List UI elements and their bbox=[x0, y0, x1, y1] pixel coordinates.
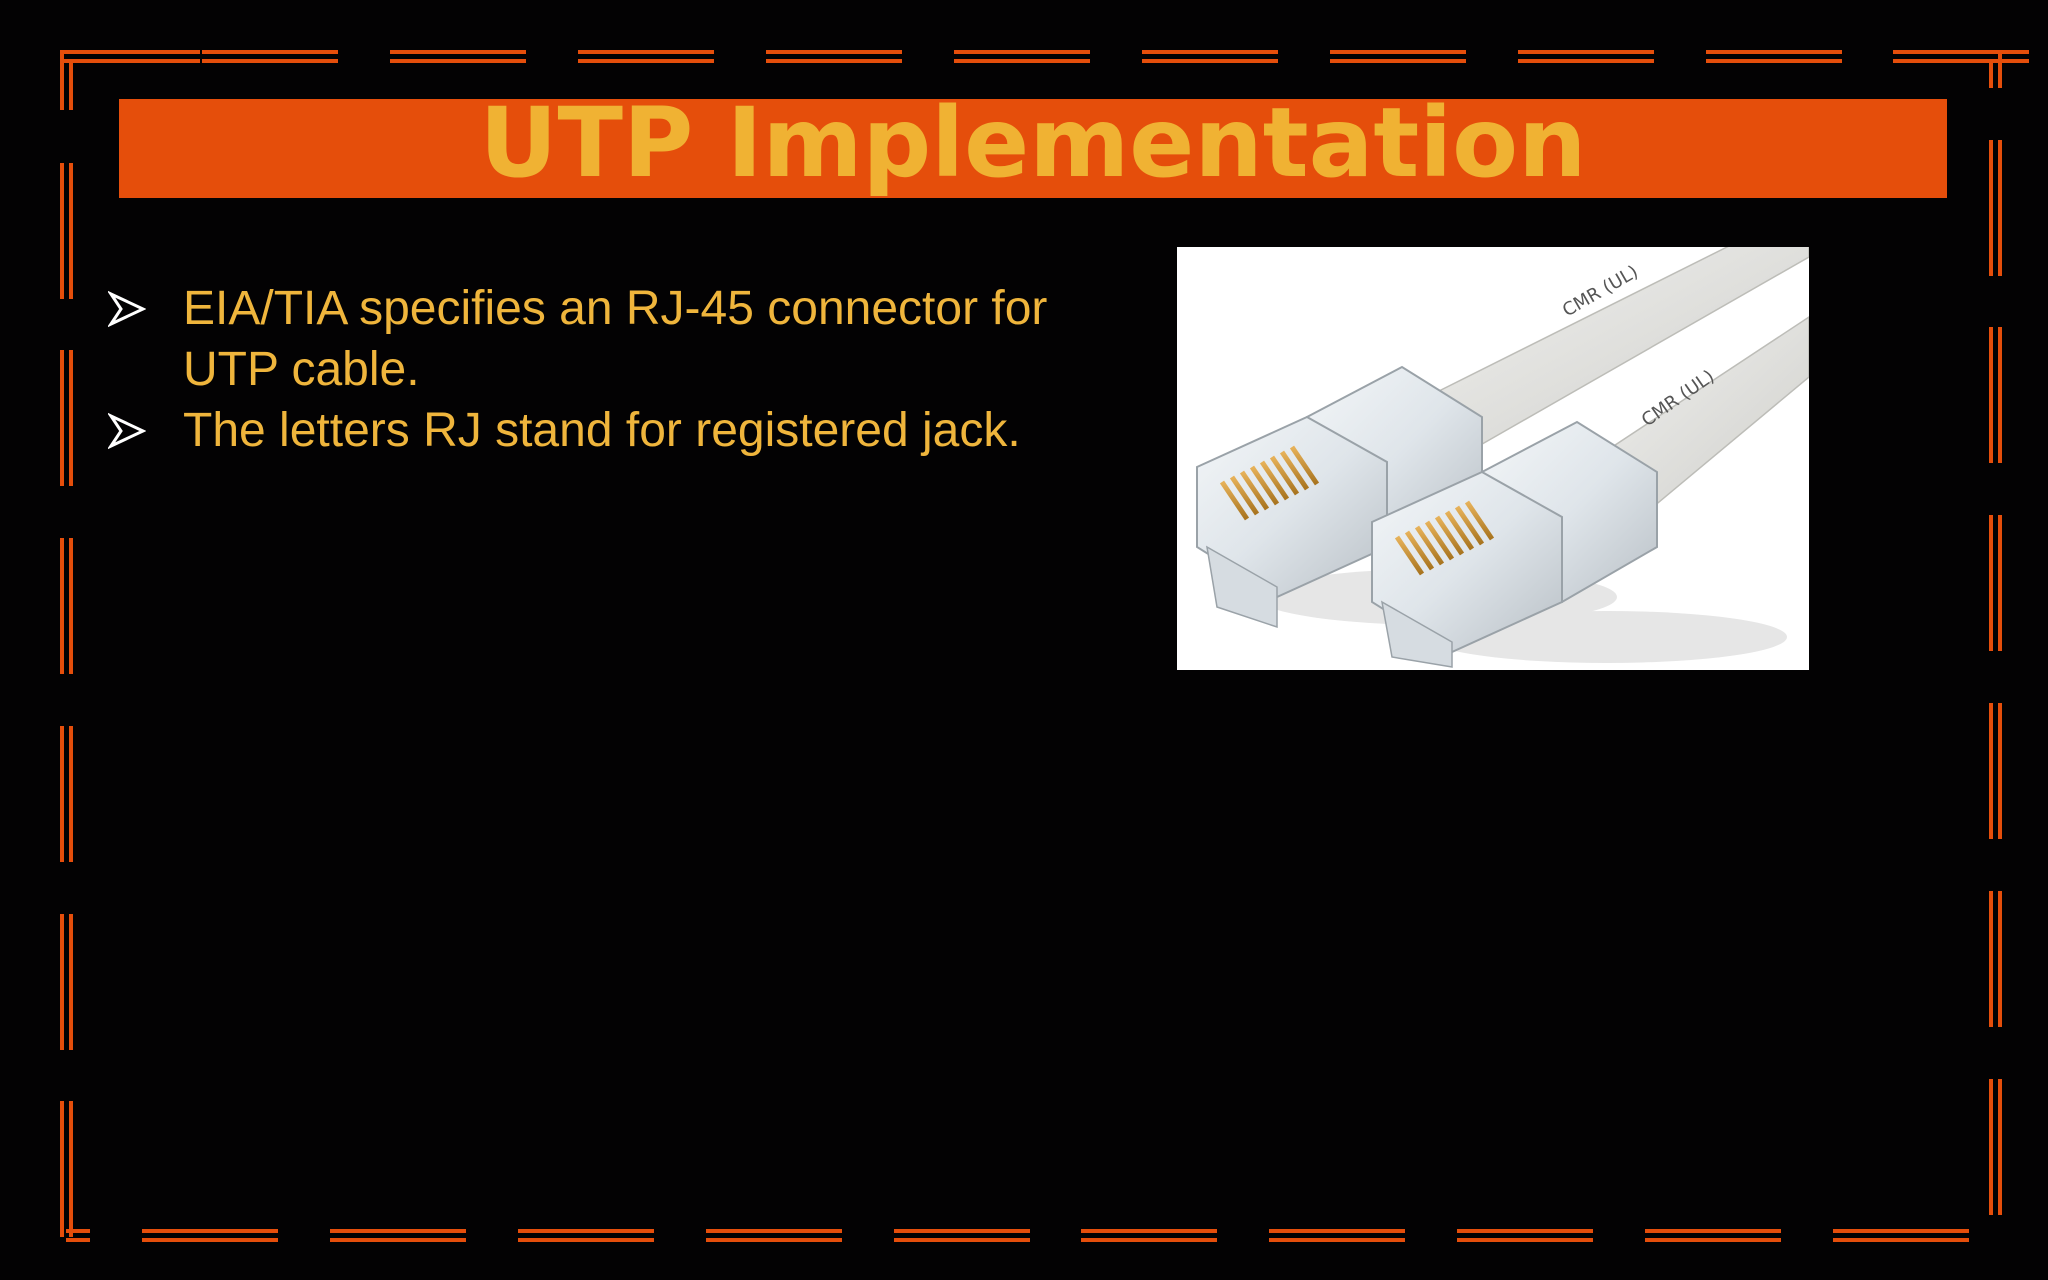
bullet-item: The letters RJ stand for registered jack… bbox=[108, 400, 1128, 461]
bullet-list: EIA/TIA specifies an RJ-45 connector for… bbox=[108, 278, 1128, 461]
bullet-text: EIA/TIA specifies an RJ-45 connector for… bbox=[183, 282, 1048, 396]
top-border bbox=[60, 50, 2029, 110]
arrowhead-bullet-icon bbox=[108, 290, 146, 328]
bullet-item: EIA/TIA specifies an RJ-45 connector for… bbox=[108, 278, 1128, 400]
bottom-border bbox=[66, 1229, 1969, 1242]
slide-title: UTP Implementation bbox=[479, 87, 1587, 199]
arrowhead-bullet-icon bbox=[108, 412, 146, 450]
right-border bbox=[1989, 140, 2002, 1215]
left-border bbox=[60, 163, 73, 1237]
rj45-connector-photo: CMR (UL) CMR (UL) bbox=[1177, 236, 1810, 670]
bullet-text: The letters RJ stand for registered jack… bbox=[183, 404, 1021, 457]
title-bar: UTP Implementation bbox=[119, 87, 1947, 199]
